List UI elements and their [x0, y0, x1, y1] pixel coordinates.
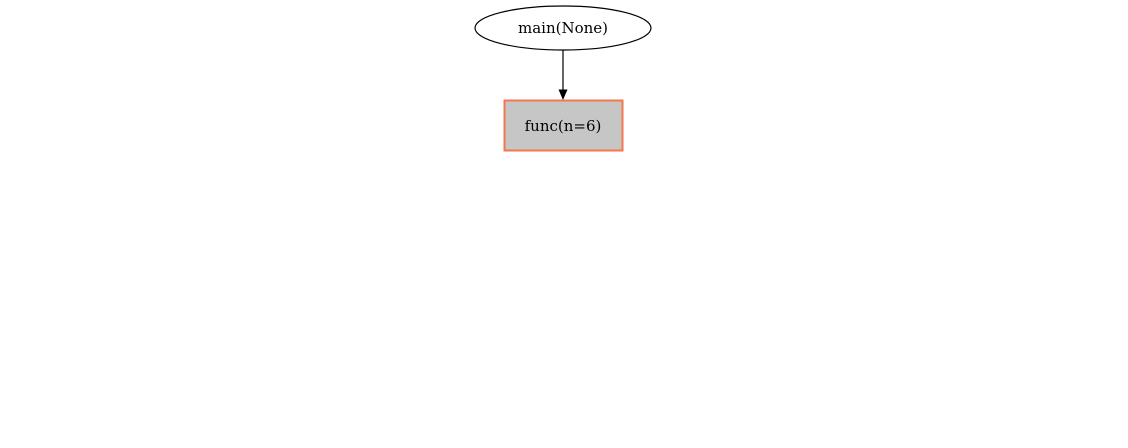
- node-main: main(None): [474, 5, 652, 51]
- func-node-box-outline: [503, 99, 624, 152]
- edge-main-to-func: [558, 50, 568, 100]
- node-func: func(n=6): [503, 99, 624, 152]
- main-node-label: main(None): [518, 19, 608, 37]
- main-node-ellipse-outline: [474, 5, 652, 51]
- main-node-ellipse: [475, 6, 651, 50]
- func-node-box: [504, 100, 623, 151]
- edge-arrowhead-icon: [558, 89, 568, 100]
- func-node-label: func(n=6): [525, 117, 602, 135]
